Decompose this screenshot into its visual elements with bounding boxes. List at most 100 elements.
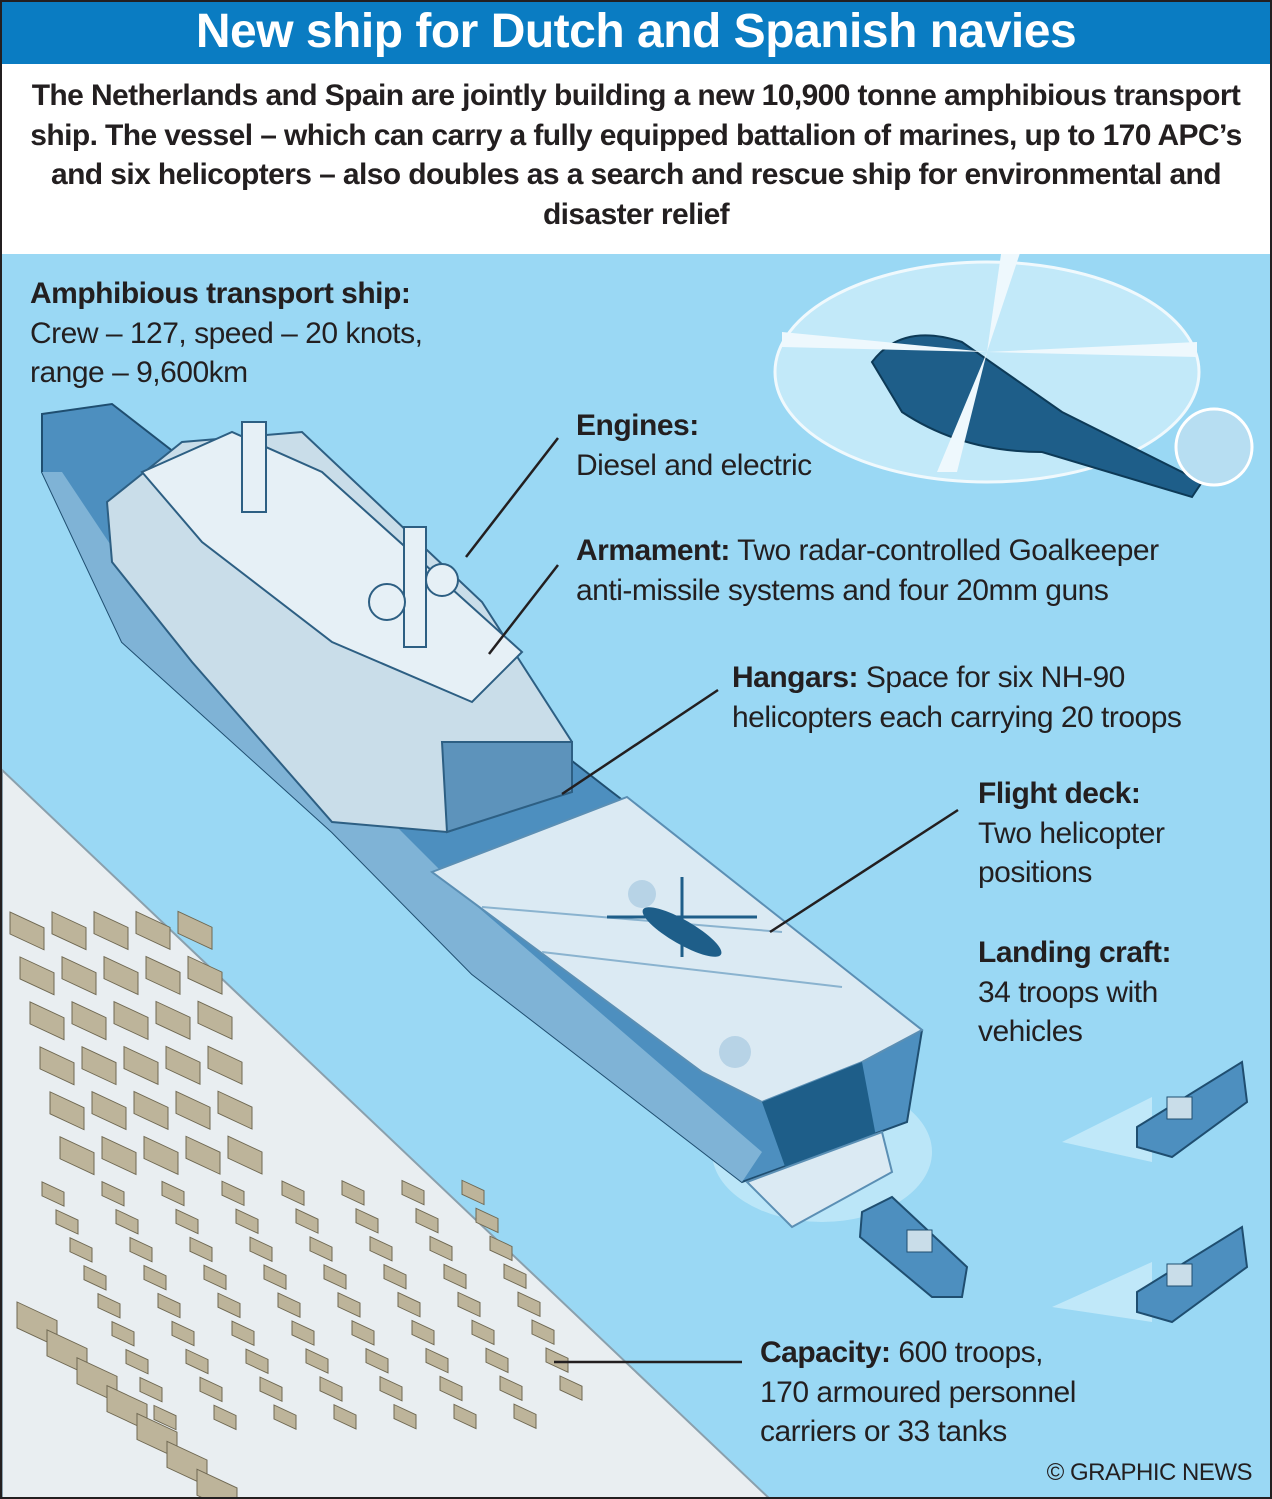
vehicle bbox=[175, 1090, 211, 1130]
vehicle bbox=[461, 1179, 485, 1206]
vehicle bbox=[185, 1348, 209, 1375]
vehicle bbox=[111, 1320, 135, 1347]
vehicle bbox=[559, 1375, 583, 1401]
vehicle bbox=[415, 1207, 439, 1234]
vehicle bbox=[143, 1135, 179, 1176]
vehicle bbox=[55, 1209, 79, 1235]
armament-line2: anti-missile systems and four 20mm guns bbox=[576, 573, 1109, 607]
vehicle bbox=[355, 1207, 379, 1234]
vehicle bbox=[187, 955, 223, 995]
vehicle bbox=[61, 956, 97, 996]
funnel bbox=[241, 421, 267, 513]
vehicle bbox=[489, 1235, 513, 1262]
radome bbox=[425, 563, 459, 597]
vehicle bbox=[263, 1264, 287, 1291]
vehicle bbox=[235, 1208, 259, 1235]
armament-label: Armament: Two radar-controlled Goalkeepe… bbox=[576, 531, 1159, 610]
ship-illustration bbox=[2, 254, 1254, 1497]
vehicle bbox=[71, 1001, 107, 1041]
vehicle bbox=[231, 1320, 255, 1347]
vehicle bbox=[513, 1403, 537, 1430]
armament-line1: Two radar-controlled Goalkeeper bbox=[729, 534, 1159, 567]
vehicle bbox=[305, 1348, 329, 1374]
ship-heading: Amphibious transport ship: bbox=[30, 277, 411, 310]
wake bbox=[1062, 1097, 1152, 1162]
ship-line2: range – 9,600km bbox=[30, 356, 248, 389]
vehicle bbox=[277, 1292, 301, 1318]
vehicle bbox=[97, 1292, 121, 1319]
engines-leader bbox=[465, 437, 559, 558]
vehicle bbox=[425, 1347, 449, 1374]
hangars-heading: Hangars: bbox=[732, 661, 859, 694]
vehicle bbox=[83, 1264, 107, 1291]
vehicle bbox=[245, 1348, 269, 1375]
flight-deck-line1: Two helicopter bbox=[978, 816, 1165, 850]
vehicle bbox=[545, 1347, 569, 1373]
landing-craft bbox=[1136, 1060, 1249, 1159]
flight-deck-label: Flight deck: Two helicopter positions bbox=[978, 774, 1165, 893]
vehicle bbox=[157, 1292, 181, 1319]
vehicle bbox=[333, 1404, 357, 1430]
vehicle bbox=[471, 1319, 495, 1346]
credit: © GRAPHIC NEWS bbox=[1046, 1459, 1253, 1486]
vehicle bbox=[439, 1375, 463, 1402]
flight-deck-leader bbox=[769, 808, 959, 934]
vehicle bbox=[143, 1264, 167, 1291]
vehicle bbox=[393, 1403, 417, 1430]
vehicle bbox=[213, 1404, 237, 1431]
vehicle bbox=[19, 956, 55, 996]
vehicle bbox=[217, 1090, 253, 1130]
vehicle bbox=[291, 1320, 315, 1346]
vehicle bbox=[379, 1375, 403, 1402]
vehicle bbox=[145, 955, 181, 996]
capacity-line2: 170 armoured personnel bbox=[760, 1375, 1076, 1409]
ship-line1: Crew – 127, speed – 20 knots, bbox=[30, 316, 423, 350]
vehicle bbox=[41, 1181, 65, 1207]
vehicle bbox=[369, 1235, 393, 1262]
vehicle bbox=[259, 1376, 283, 1403]
hangars-label: Hangars: Space for six NH-90 helicopters… bbox=[732, 658, 1182, 737]
vehicle bbox=[103, 955, 139, 996]
capacity-heading: Capacity: bbox=[760, 1336, 891, 1369]
vehicle bbox=[123, 1045, 159, 1086]
vehicle bbox=[207, 1045, 243, 1085]
landing-craft-label: Landing craft: 34 troops with vehicles bbox=[978, 933, 1172, 1052]
flight-deck-line2: positions bbox=[978, 856, 1092, 889]
wake bbox=[1052, 1262, 1152, 1322]
illustration bbox=[2, 254, 1270, 1497]
ship-label: Amphibious transport ship: Crew – 127, s… bbox=[30, 274, 423, 393]
vehicle bbox=[125, 1348, 149, 1375]
stern-ramp bbox=[745, 1130, 894, 1229]
capacity-line1: 600 troops, bbox=[890, 1336, 1043, 1369]
hangars-line1: Space for six NH-90 bbox=[858, 661, 1125, 694]
capacity-line3: carriers or 33 tanks bbox=[760, 1415, 1007, 1448]
intro-text: The Netherlands and Spain are jointly bu… bbox=[2, 64, 1270, 254]
armament-leader bbox=[488, 564, 559, 655]
vehicle bbox=[453, 1403, 477, 1430]
vehicle bbox=[531, 1319, 555, 1346]
vehicle bbox=[155, 1000, 191, 1041]
dock bbox=[2, 768, 770, 1497]
radome bbox=[368, 583, 406, 621]
vehicle bbox=[323, 1264, 347, 1290]
vehicle bbox=[175, 1208, 199, 1235]
flight-deck-heading: Flight deck: bbox=[978, 777, 1141, 810]
vehicle bbox=[29, 1001, 65, 1041]
vehicle bbox=[517, 1291, 541, 1318]
vehicle bbox=[161, 1180, 185, 1207]
landing-craft-heading: Landing craft: bbox=[978, 936, 1172, 969]
vehicle bbox=[115, 1208, 139, 1235]
page-title: New ship for Dutch and Spanish navies bbox=[2, 2, 1270, 64]
vehicle bbox=[443, 1263, 467, 1290]
landing-craft-line1: 34 troops with bbox=[978, 975, 1158, 1009]
helicopter bbox=[773, 254, 1254, 499]
vehicle bbox=[503, 1263, 527, 1290]
engines-label: Engines: Diesel and electric bbox=[576, 406, 812, 485]
vehicle bbox=[273, 1404, 297, 1430]
vehicle bbox=[177, 910, 213, 950]
vehicle bbox=[153, 1404, 177, 1431]
vehicle bbox=[197, 1000, 233, 1040]
hangars-leader bbox=[561, 688, 719, 796]
vehicle bbox=[133, 1090, 169, 1131]
